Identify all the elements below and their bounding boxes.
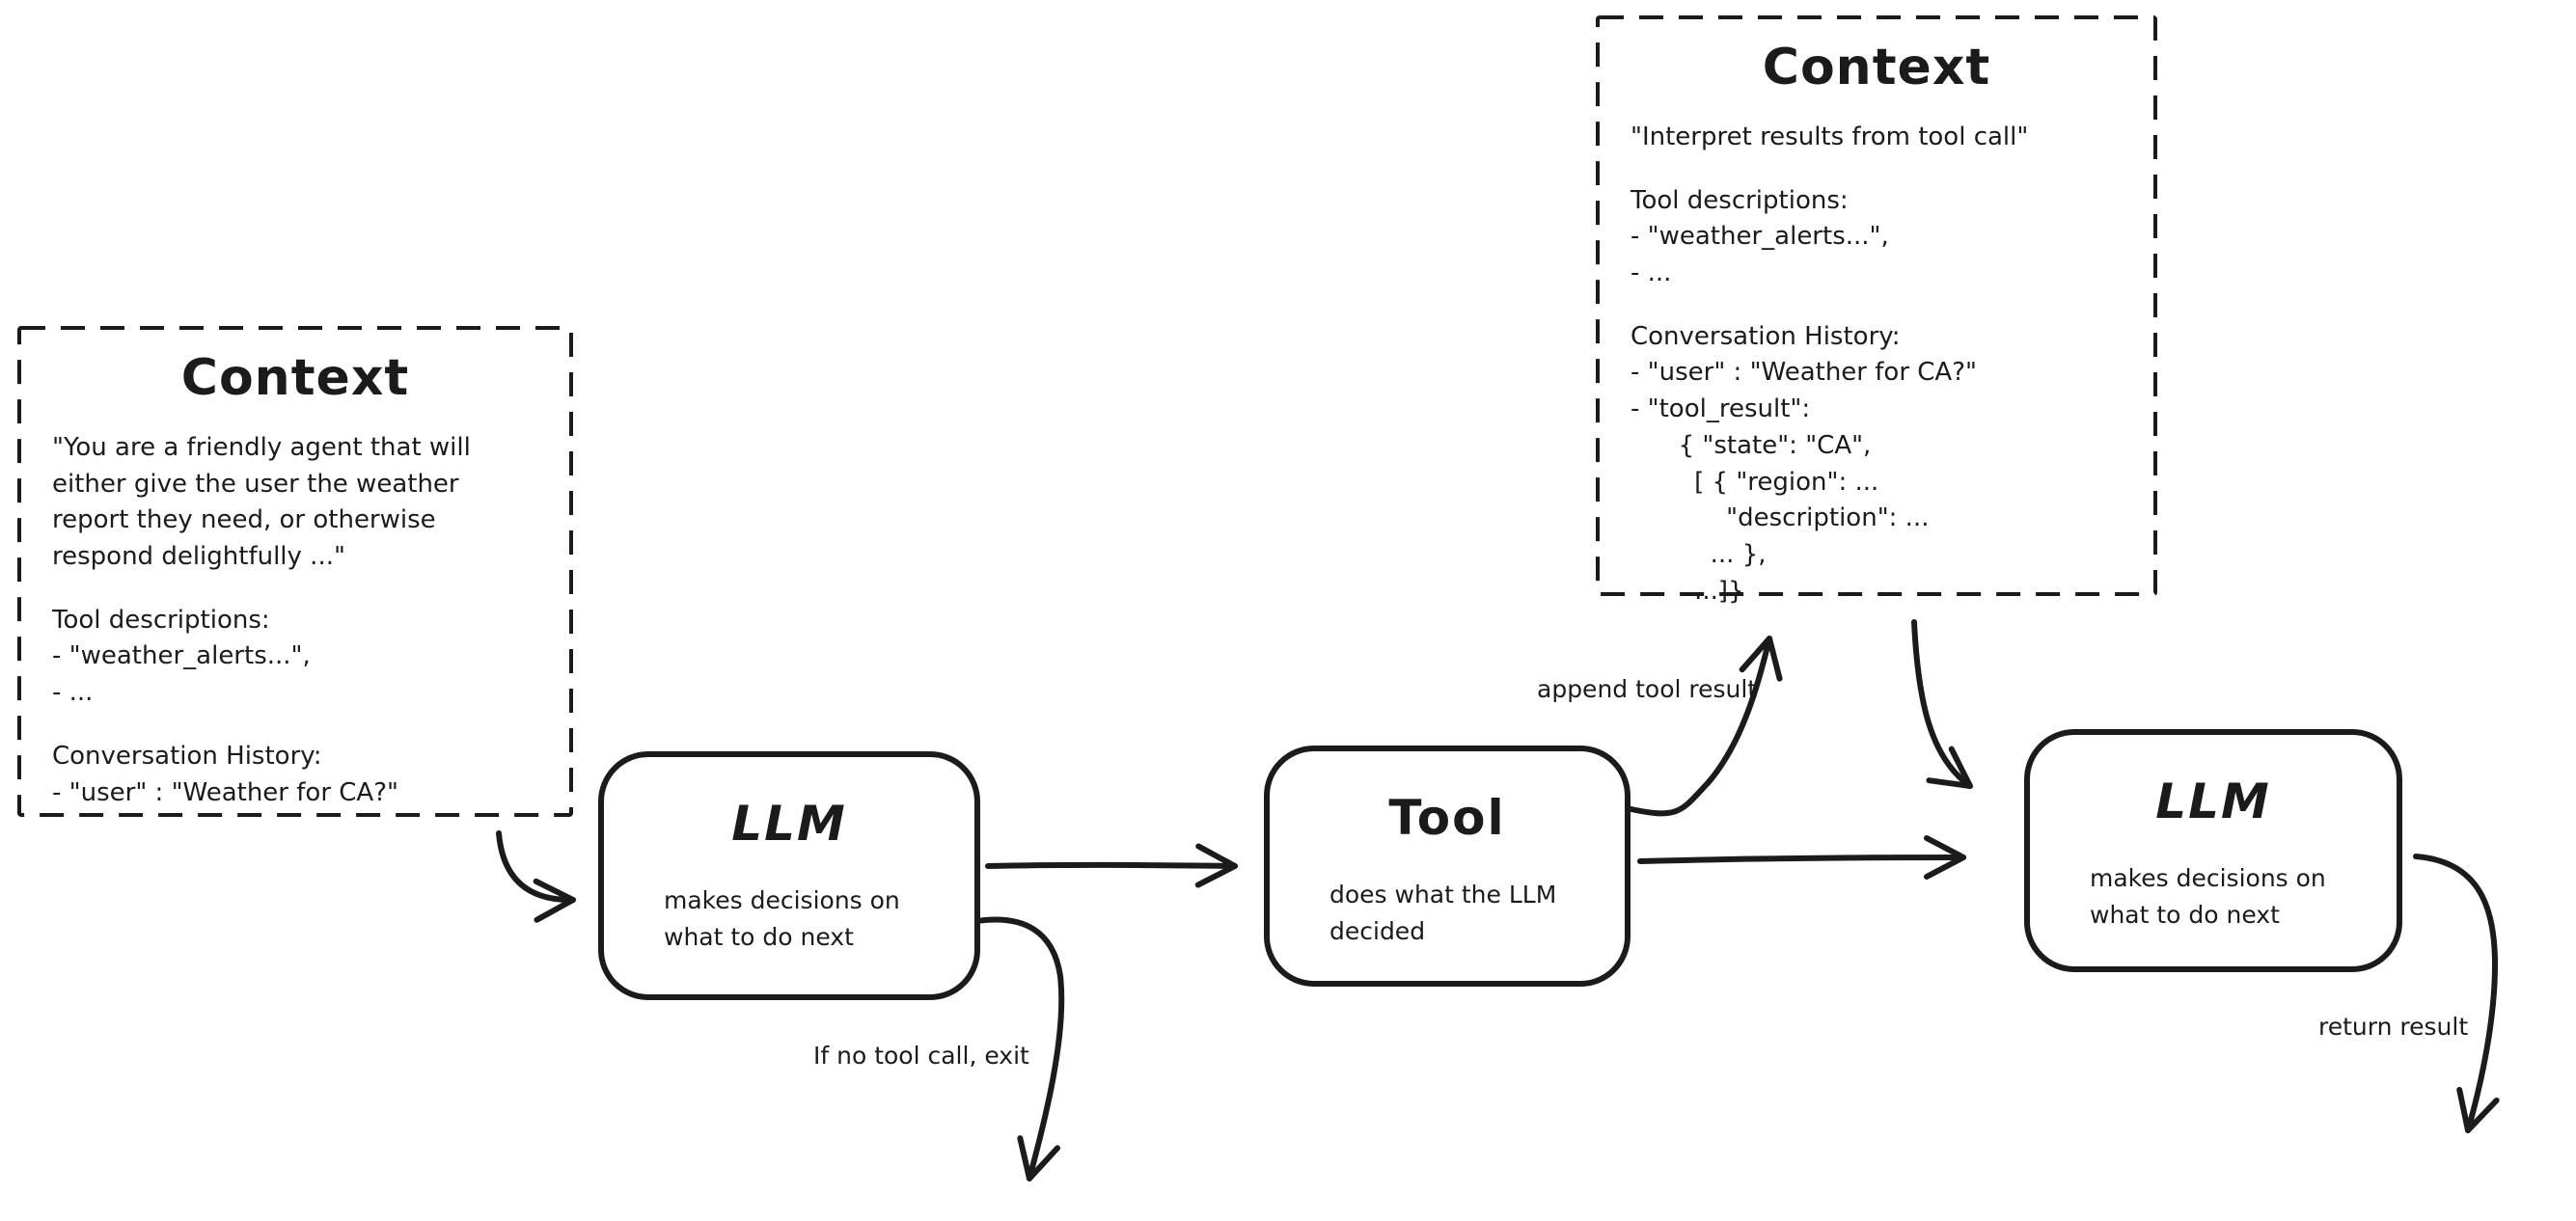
llm2-subtitle: makes decisions on what to do next — [2090, 864, 2326, 929]
edge-llm1-exit — [973, 916, 1065, 1181]
context-left-border — [17, 326, 573, 817]
context-left-title: Context — [180, 349, 410, 407]
edge-tool-to-context2 — [1624, 636, 1783, 817]
edge-context1-to-llm1 — [496, 830, 576, 923]
context-top-conversation-history: Conversation History: - "user" : "Weathe… — [1631, 321, 1977, 606]
if-no-tool-call-exit-label: If no tool call, exit — [813, 1042, 1029, 1070]
context-top-border — [1596, 15, 2157, 596]
edge-llm1-to-tool — [985, 843, 1238, 888]
return-result-label: return result — [2318, 1013, 2469, 1041]
context-left-tool-descriptions: Tool descriptions: - "weather_alerts..."… — [52, 605, 311, 708]
llm2-node: LLM makes decisions on what to do next — [2024, 729, 2402, 972]
edge-tool-to-llm2 — [1637, 835, 1966, 881]
tool-title: Tool — [1388, 790, 1506, 846]
context-top-box: Context "Interpret results from tool cal… — [1598, 17, 2155, 650]
context-left-system-prompt: "You are a friendly agent that will eith… — [52, 433, 471, 572]
context-top-instruction: "Interpret results from tool call" — [1631, 122, 2029, 151]
context-left-box: Context "You are a friendly agent that w… — [19, 328, 571, 852]
tool-subtitle: does what the LLM decided — [1329, 881, 1557, 945]
append-tool-result-label: append tool result — [1537, 675, 1758, 703]
llm1-node: LLM makes decisions on what to do next — [598, 751, 980, 1000]
llm1-title: LLM — [731, 796, 847, 852]
edge-context2-to-llm2 — [1911, 619, 1973, 789]
context-top-title: Context — [1762, 39, 1991, 96]
context-left-conversation-history: Conversation History: - "user" : "Weathe… — [52, 741, 398, 807]
tool-node: Tool does what the LLM decided — [1264, 746, 1631, 987]
llm1-subtitle: makes decisions on what to do next — [664, 886, 900, 951]
llm2-title: LLM — [2155, 773, 2271, 829]
context-top-tool-descriptions: Tool descriptions: - "weather_alerts..."… — [1631, 185, 1889, 288]
edge-llm2-return — [2413, 854, 2500, 1133]
